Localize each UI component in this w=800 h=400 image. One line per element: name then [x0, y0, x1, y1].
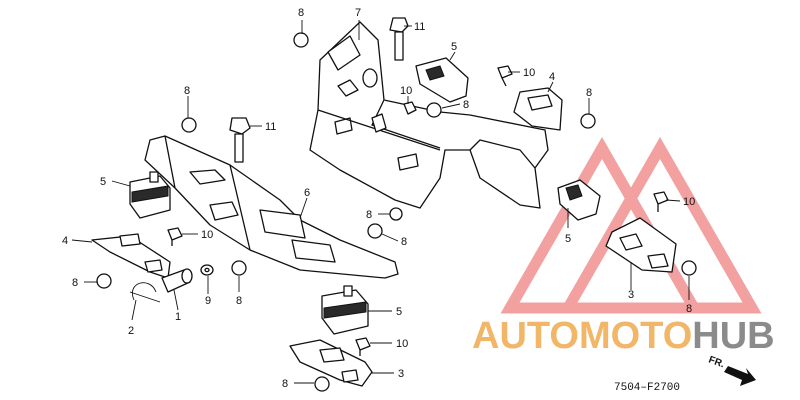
callout-10: 10: [396, 338, 408, 350]
callout-8: 8: [401, 236, 407, 248]
callout-8: 8: [586, 87, 592, 99]
callout-5: 5: [565, 233, 571, 245]
callout-4: 4: [62, 235, 68, 247]
watermark-auto: AUTOMOTOHUB: [472, 315, 775, 357]
callout-9: 9: [205, 295, 211, 307]
callout-6: 6: [304, 187, 310, 199]
washer-part-9: [200, 264, 214, 276]
callout-10: 10: [201, 229, 213, 241]
bracket-part-3-bottom: [289, 339, 373, 387]
rubber-mount-part-5-top: [415, 57, 469, 103]
nut-8-g: [96, 273, 112, 289]
callout-8: 8: [72, 277, 78, 289]
watermark-text: AUTOMOTOHUB: [472, 315, 775, 357]
bolt-10-e: [653, 191, 669, 212]
watermark-triangle-left: [500, 136, 704, 314]
callout-11: 11: [265, 121, 276, 133]
callout-11: 11: [414, 21, 425, 33]
lower-frame-part-6: [144, 135, 399, 279]
callout-5: 5: [451, 41, 457, 53]
callout-10: 10: [683, 196, 695, 208]
callout-5: 5: [396, 306, 402, 318]
bracket-part-4-right: [513, 87, 563, 131]
callout-8: 8: [282, 378, 288, 390]
leader-lines: [71, 20, 690, 384]
nut-8-d: [426, 102, 442, 118]
pin-part-1: [161, 268, 193, 293]
callout-10: 10: [400, 85, 412, 97]
bolt-10-d: [355, 337, 371, 356]
bolt-10-a: [497, 65, 513, 87]
nut-8-c: [580, 113, 596, 129]
bolt-10-b: [403, 101, 417, 115]
diagram-code: 7504–F2700: [614, 382, 680, 394]
clip-part-2: [129, 282, 161, 303]
bolt-part-11-left: [229, 117, 251, 163]
nut-8-j: [314, 376, 330, 392]
nut-8-h: [231, 260, 247, 276]
direction-label: FR.: [707, 354, 726, 370]
callout-10: 10: [523, 67, 535, 79]
callout-8: 8: [463, 99, 469, 111]
nut-8-i: [681, 260, 697, 276]
bracket-part-3-right: [605, 217, 677, 273]
nut-8-f: [367, 223, 383, 239]
nut-part-8-group: [96, 32, 697, 392]
callout-labels: 8 7 11 5 10 4 8 10 8 8 11 5 6 8 8 10 4 8…: [62, 7, 695, 390]
callout-8: 8: [686, 303, 692, 315]
rubber-mount-part-5-right: [557, 179, 601, 221]
rubber-mount-part-5-left: [129, 171, 171, 219]
callout-2: 2: [128, 325, 134, 337]
callout-8: 8: [298, 7, 304, 19]
callout-5: 5: [100, 176, 106, 188]
nut-8-b: [181, 117, 197, 133]
bolt-part-10-group: [167, 65, 669, 356]
callout-3: 3: [628, 289, 634, 301]
callout-7: 7: [355, 7, 361, 19]
callout-4: 4: [549, 71, 555, 83]
bolt-part-11-top: [389, 17, 409, 61]
bolt-10-c: [167, 227, 183, 246]
callout-8: 8: [236, 295, 242, 307]
rubber-mount-part-5-bottom: [321, 285, 369, 335]
callout-8: 8: [366, 209, 372, 221]
callout-3: 3: [398, 368, 404, 380]
bracket-part-4-left: [91, 233, 171, 279]
front-direction-arrow: FR.: [707, 354, 756, 386]
watermark-triangle-right: [558, 136, 762, 314]
callout-1: 1: [175, 311, 181, 323]
arrow-icon: [724, 366, 756, 386]
nut-8-e: [389, 207, 403, 221]
callout-8: 8: [184, 85, 190, 97]
nut-8-a: [293, 32, 309, 48]
